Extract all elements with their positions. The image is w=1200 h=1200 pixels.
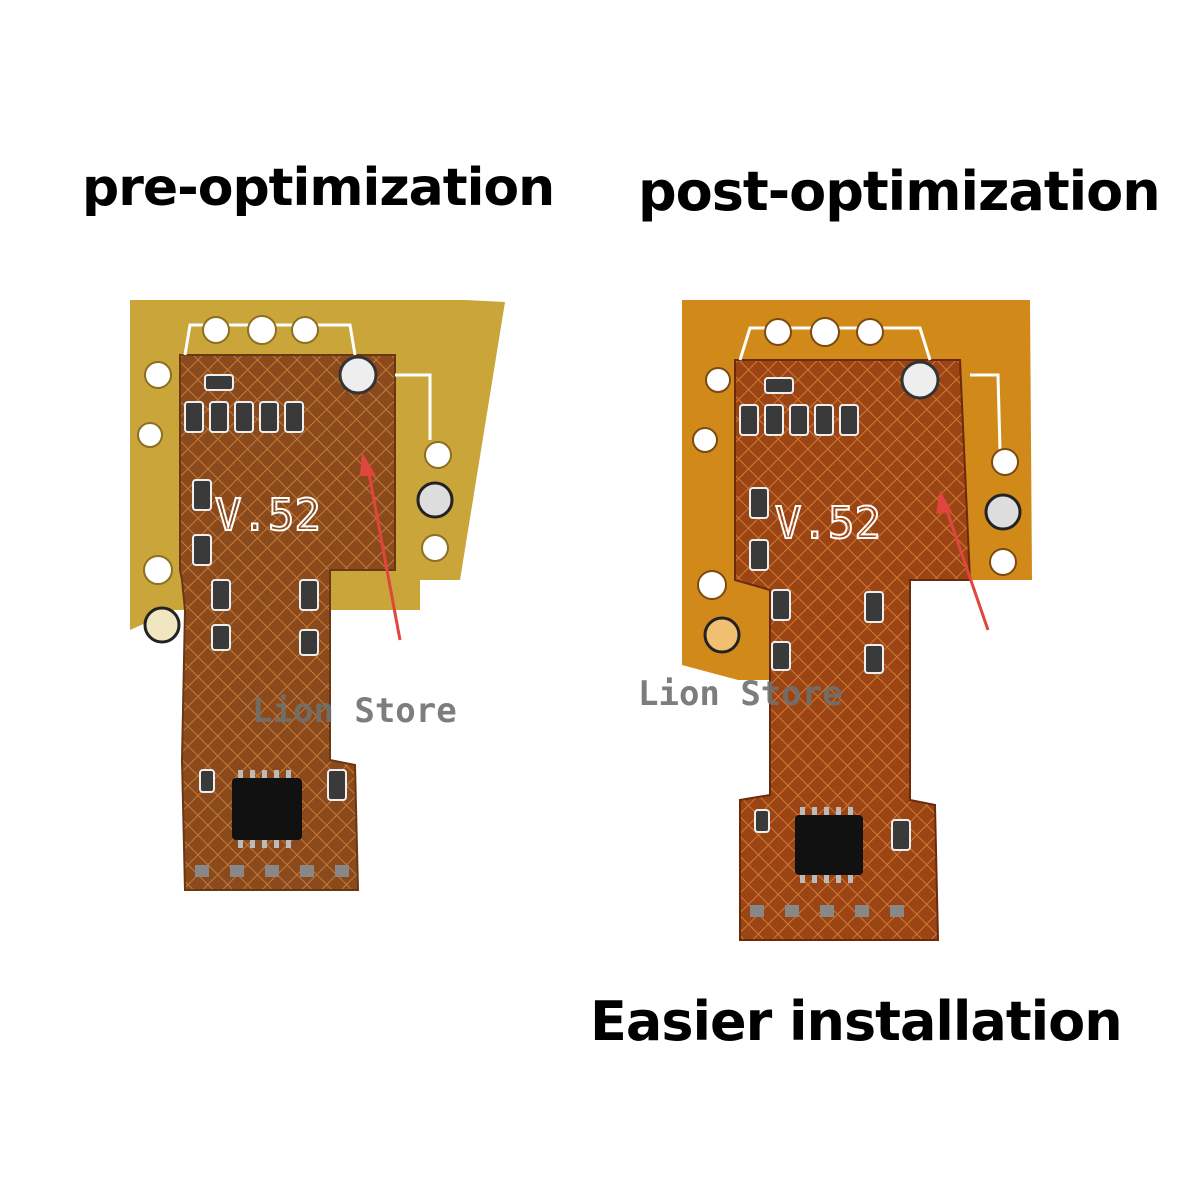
ic-chip <box>232 778 302 840</box>
easier-installation-caption: Easier installation <box>590 990 1123 1053</box>
post-optimization-board-photo: V.52 Lion Store <box>638 300 1032 941</box>
pre-optimization-board-photo: V.52 Lion Store <box>130 300 505 891</box>
red-arrow <box>366 467 402 641</box>
ic-chip <box>795 815 863 875</box>
post-optimization-heading: post-optimization <box>638 160 1161 223</box>
smd-components <box>184 374 347 801</box>
red-arrow <box>943 504 990 631</box>
silkscreen-label: V.52 <box>215 490 321 541</box>
copper-layer <box>179 354 396 891</box>
smd-components <box>739 377 911 851</box>
mounting-holes <box>692 317 1022 654</box>
silkscreen-label: V.52 <box>775 498 881 549</box>
lion-store-watermark: Lion Store <box>638 674 843 714</box>
lion-store-watermark: Lion Store <box>252 691 457 731</box>
pre-optimization-heading: pre-optimization <box>82 158 555 218</box>
mounting-holes <box>137 315 454 644</box>
